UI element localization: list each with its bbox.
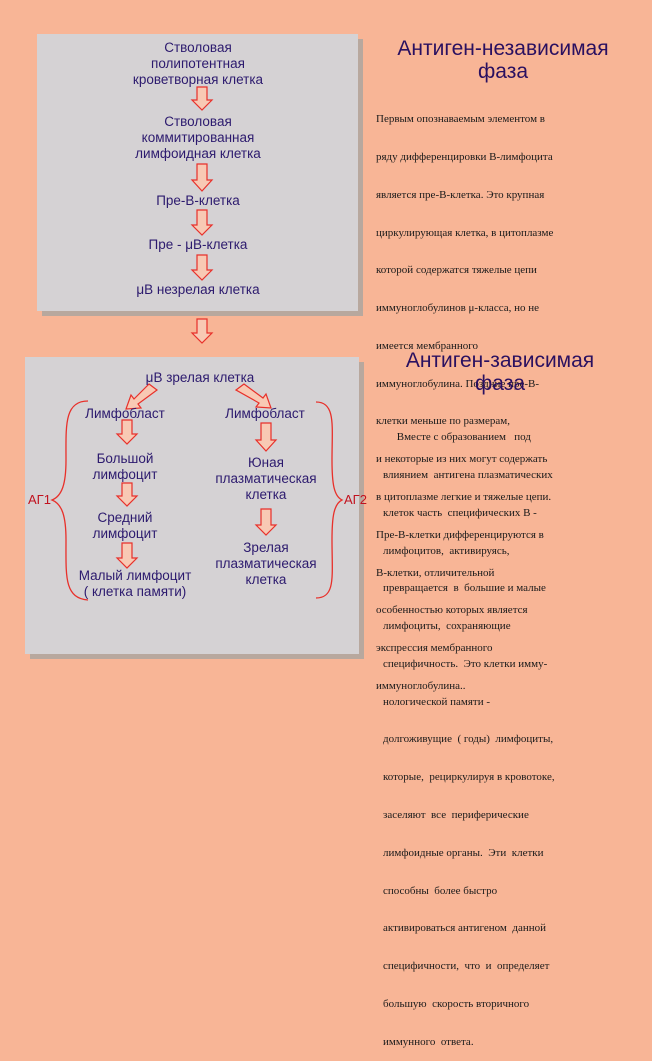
pre-mu-b-cell-label: Пре - μВ-клетка bbox=[148, 237, 248, 252]
arrow-diag-left bbox=[125, 383, 159, 410]
independent-phase-text: Первым опознаваемым элементом в ряду диф… bbox=[376, 113, 554, 692]
mature-cell-label: μВ зрелая клетка bbox=[145, 370, 255, 385]
stem-cell-label: Стволовая полипотентная кроветворная кле… bbox=[132, 40, 264, 87]
young-plasma-cell-label: Юная плазматическая клетка bbox=[215, 455, 317, 502]
arrow-down-4 bbox=[190, 254, 214, 281]
arrow-down-2 bbox=[190, 163, 214, 192]
arrow-right-1 bbox=[254, 422, 278, 452]
arrow-right-2 bbox=[254, 508, 278, 536]
arrow-left-1 bbox=[115, 419, 139, 445]
diagram-arrows bbox=[50, 86, 344, 601]
dependent-phase-text: Вместе с образованием под влиянием антиг… bbox=[383, 431, 555, 1048]
dependent-phase-title: Антиген-зависимая фаза bbox=[405, 349, 595, 395]
medium-lymphocyte-label: Средний лимфоцит bbox=[92, 510, 158, 541]
arrow-left-2 bbox=[115, 482, 139, 507]
pre-b-cell-label: Пре-В-клетка bbox=[156, 193, 240, 208]
small-lymphocyte-label: Малый лимфоцит ( клетка памяти) bbox=[78, 568, 192, 599]
arrow-between-phases bbox=[190, 318, 214, 344]
ag2-label: АГ2 bbox=[344, 492, 367, 507]
arrow-diag-right bbox=[234, 383, 272, 409]
ag1-label: АГ1 bbox=[28, 492, 51, 507]
committed-cell-label: Стволовая коммитированная лимфоидная кле… bbox=[135, 114, 261, 161]
left-lymphoblast-label: Лимфобласт bbox=[85, 406, 165, 421]
independent-phase-title: Антиген-независимая фаза bbox=[397, 37, 609, 83]
brace-right bbox=[315, 401, 344, 599]
arrow-left-3 bbox=[115, 542, 139, 569]
arrow-down-1 bbox=[190, 86, 214, 111]
arrow-down-3 bbox=[190, 209, 214, 236]
mature-plasma-cell-label: Зрелая плазматическая клетка bbox=[215, 540, 317, 587]
brace-left bbox=[50, 400, 89, 601]
large-lymphocyte-label: Большой лимфоцит bbox=[92, 451, 158, 482]
right-lymphoblast-label: Лимфобласт bbox=[225, 406, 305, 421]
antigen-dependent-diagram-box bbox=[25, 357, 359, 654]
immature-cell-label: μВ незрелая клетка bbox=[136, 282, 260, 297]
